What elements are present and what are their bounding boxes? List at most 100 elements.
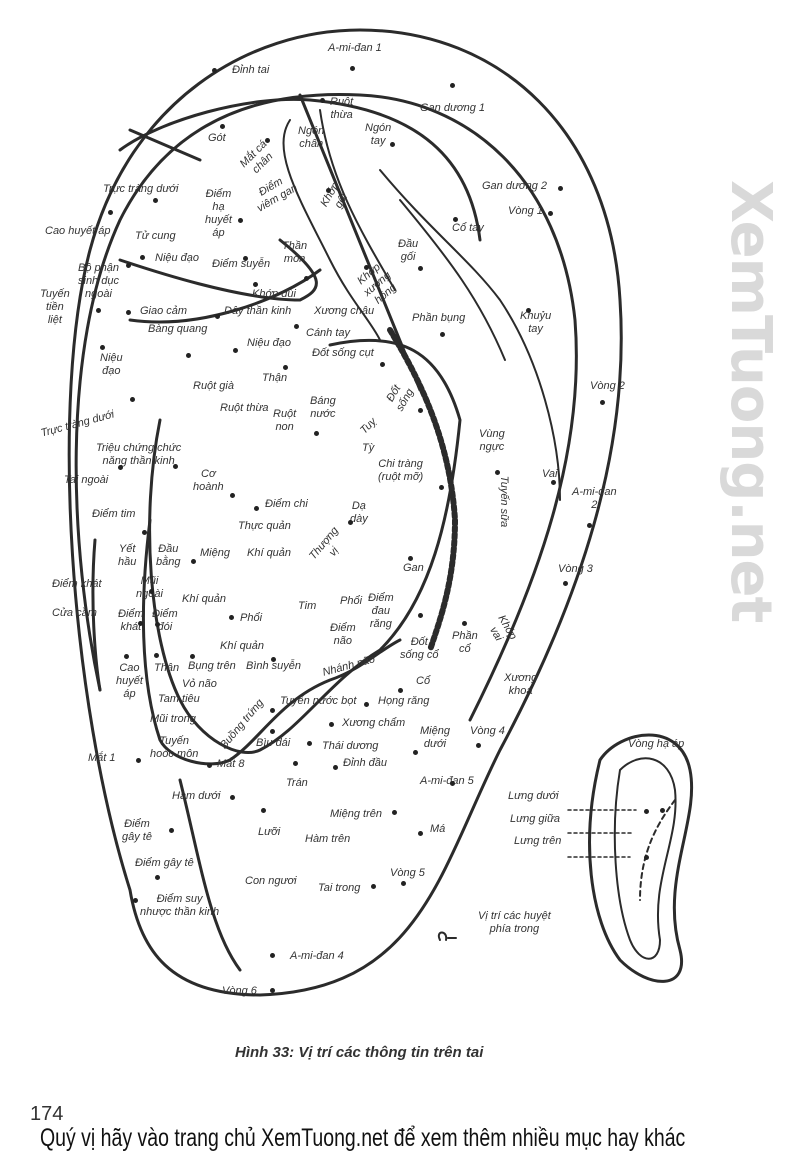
ear-point-label: Phổi <box>240 612 263 624</box>
acupoint-dot <box>126 310 131 315</box>
ear-point-label: Trực tràng dưới <box>103 183 179 195</box>
ear-point-label: Dây thần kinh <box>224 305 292 317</box>
ear-point-label: Tai ngoài <box>64 474 109 486</box>
acupoint-dot <box>526 308 531 313</box>
ear-point-label: Xương chậu <box>314 305 375 317</box>
ear-point-label: Trán <box>286 777 308 789</box>
ear-point-label: Đỉnh tai <box>232 64 270 76</box>
ear-point-label: Xương chẩm <box>342 717 406 729</box>
ear-point-label: Hàm trên <box>305 833 351 845</box>
ear-point-label: Cửa cầm <box>52 607 97 619</box>
acupoint-dot <box>271 657 276 662</box>
ear-point-label: Bộ phận sinh dục ngoài <box>78 262 119 300</box>
ear-point-label: Gan dương 1 <box>420 102 485 114</box>
ear-point-label: Ngón tay <box>365 122 392 147</box>
acupoint-dot <box>294 324 299 329</box>
ear-point-label: Gan <box>403 562 424 574</box>
ear-point-label: Bàng quang <box>148 323 208 335</box>
small-ear-outer <box>588 733 694 983</box>
ear-point-label: Đỉnh đầu <box>343 757 388 769</box>
ear-point-label: A-mi-đan 4 <box>290 950 344 962</box>
acupoint-dot <box>124 654 129 659</box>
ear-point-label: Hàm dưới <box>172 790 221 802</box>
ear-point-label: Điểm suy nhược thần kinh <box>140 893 220 918</box>
ear-point-label: Tử cung <box>135 230 176 242</box>
ear-point-label: Điểm khát <box>118 608 144 633</box>
ear-point-label: Ruột non <box>273 408 297 433</box>
ear-point-label: Miệng trên <box>330 808 382 820</box>
ear-point-label: Điểm gây tê <box>135 857 194 869</box>
ear-point-label: Cổ <box>416 675 431 687</box>
ear-point-label: Điểm đói <box>152 608 178 633</box>
ear-point-label: Đốt sống cụt <box>312 347 374 359</box>
ear-point-label: A-mi-đan 5 <box>420 775 474 787</box>
acupoint-dot <box>207 763 212 768</box>
ear-point-label: Khí quản <box>182 593 227 605</box>
acupoint-dot <box>548 211 553 216</box>
ear-point-label: Chi tràng (ruột mỡ) <box>378 458 424 483</box>
acupoint-dot <box>558 186 563 191</box>
ear-point-label: Ruột thừa <box>220 402 269 414</box>
acupoint-dot <box>418 266 423 271</box>
acupoint-dot <box>96 308 101 313</box>
acupoint-dot <box>149 589 154 594</box>
ear-point-label: Giao cảm <box>140 305 188 317</box>
ear-point-label: Khí quản <box>247 547 292 559</box>
inner-helix-outline <box>74 92 578 722</box>
acupoint-dot <box>191 559 196 564</box>
figure-caption: Hình 33: Vị trí các thông tin trên tai <box>235 1044 484 1061</box>
acupoint-dot <box>413 750 418 755</box>
ear-point-label: A-mi-đan 2 <box>572 486 617 511</box>
acupoint-dot <box>450 83 455 88</box>
ear-point-label: Mũi ngoài <box>136 575 163 600</box>
acupoint-dot <box>600 400 605 405</box>
ear-point-label: Miệng <box>200 547 230 559</box>
acupoint-dot <box>418 613 423 618</box>
upper-fossa-outline <box>118 93 422 392</box>
ear-point-label: Cổ tay <box>452 222 484 234</box>
ear-point-label: Họng răng <box>378 695 430 707</box>
antitragus-outline <box>141 518 402 766</box>
ear-point-label: Vòng 1 <box>508 205 543 217</box>
ear-point-label: Điểm hạ huyết áp <box>205 188 232 239</box>
acupoint-dot <box>644 809 649 814</box>
acupoint-dot <box>440 332 445 337</box>
ear-point-label: Bìu dái <box>256 737 291 749</box>
acupoint-dot <box>153 198 158 203</box>
ear-point-label: Phần bụng <box>412 312 466 324</box>
acupoint-dot <box>270 708 275 713</box>
acupoint-dot <box>130 397 135 402</box>
acupoint-dot <box>401 881 406 886</box>
acupoint-dot <box>265 138 270 143</box>
ear-point-label: Tuyến sữa <box>498 475 511 528</box>
ear-point-label: Con ngươi <box>245 875 297 887</box>
ear-point-label: Cơ hoành <box>193 468 224 493</box>
ear-point-label: Triệu chứng chức năng thần kinh <box>96 442 182 467</box>
ear-point-label: Gót <box>208 132 226 144</box>
ear-point-label: Vị trí các huyệt phía trong <box>478 910 551 935</box>
watermark: XemTuong.net <box>718 180 783 623</box>
acupoint-dot <box>350 66 355 71</box>
acupoint-dot <box>495 470 500 475</box>
acupoint-dot <box>390 142 395 147</box>
ear-point-label: Cao huyết áp <box>116 662 143 700</box>
ear-point-label: Vòng 2 <box>590 380 625 392</box>
ear-point-label: Vòng hạ áp <box>628 738 685 750</box>
small-ear-inner <box>613 757 677 960</box>
acupoint-dot <box>408 556 413 561</box>
lung-pointer-lines <box>567 809 637 858</box>
ear-point-label: Tam tiêu <box>158 693 200 705</box>
ear-point-label: Niệu đạo <box>155 252 200 264</box>
lobe-inner-line <box>178 778 242 972</box>
acupoint-dot <box>138 621 143 626</box>
ear-point-label: Xương khoá <box>504 672 538 697</box>
ear-point-label: Cánh tay <box>306 327 351 339</box>
ear-point-label: Thực quản <box>238 520 291 532</box>
acupoint-dot <box>169 828 174 833</box>
ear-point-label: Gan dương 2 <box>482 180 547 192</box>
acupoint-dot <box>140 255 145 260</box>
concha-outline <box>148 338 462 755</box>
acupoint-dot <box>333 765 338 770</box>
acupoint-dot <box>233 348 238 353</box>
ear-point-label: Lưng giữa <box>510 813 561 825</box>
